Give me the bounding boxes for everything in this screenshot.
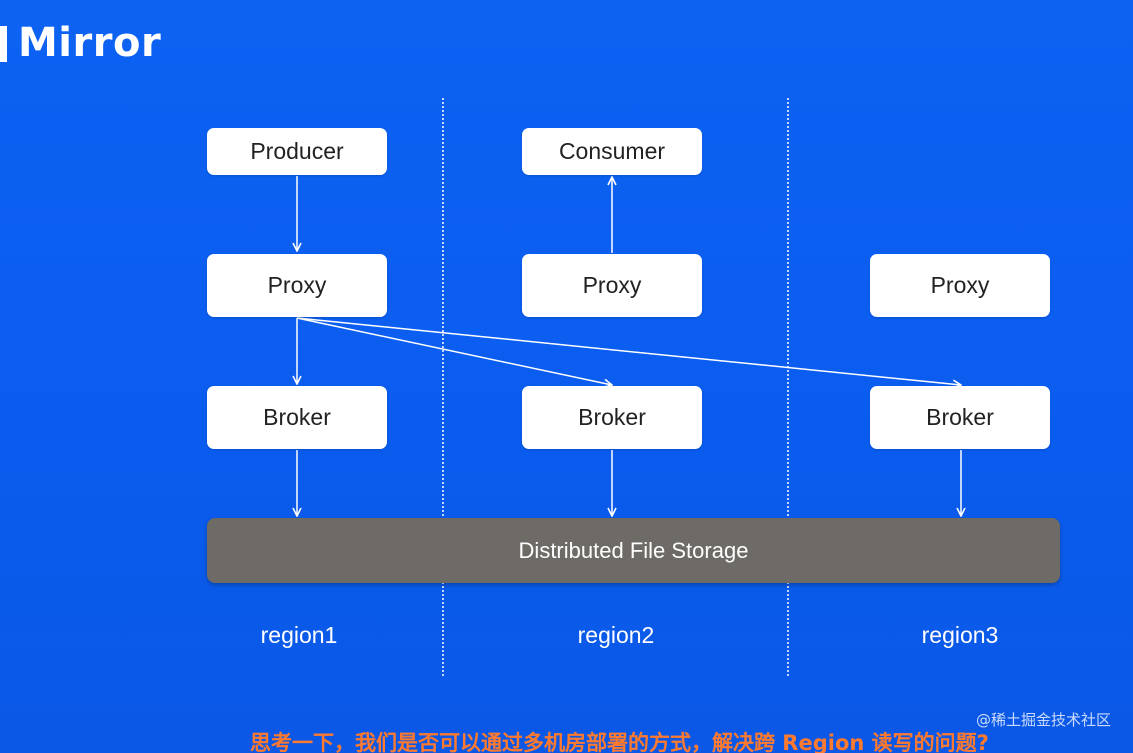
region-label-1: region1 bbox=[260, 622, 338, 648]
consumer-box: Consumer bbox=[522, 128, 702, 175]
proxy-box-region1: Proxy bbox=[207, 254, 387, 317]
proxy-box-region2: Proxy bbox=[522, 254, 702, 317]
broker-box-region3: Broker bbox=[870, 386, 1050, 449]
watermark: @稀土掘金技术社区 bbox=[975, 711, 1111, 729]
region-divider-2 bbox=[787, 98, 789, 676]
title-accent-bar bbox=[0, 26, 7, 62]
caption-question: 思考一下，我们是否可以通过多机房部署的方式，解决跨 Region 读写的问题? bbox=[250, 731, 989, 753]
arrow-proxy1-to-broker3 bbox=[296, 317, 961, 385]
region-label-3: region3 bbox=[921, 622, 999, 648]
proxy-box-region3: Proxy bbox=[870, 254, 1050, 317]
distributed-file-storage: Distributed File Storage bbox=[207, 518, 1060, 583]
region-label-2: region2 bbox=[577, 622, 655, 648]
broker-box-region1: Broker bbox=[207, 386, 387, 449]
producer-box: Producer bbox=[207, 128, 387, 175]
slide-title: Mirror bbox=[18, 20, 162, 66]
region-divider-1 bbox=[442, 98, 444, 676]
arrow-proxy1-to-broker2 bbox=[296, 317, 612, 385]
broker-box-region2: Broker bbox=[522, 386, 702, 449]
